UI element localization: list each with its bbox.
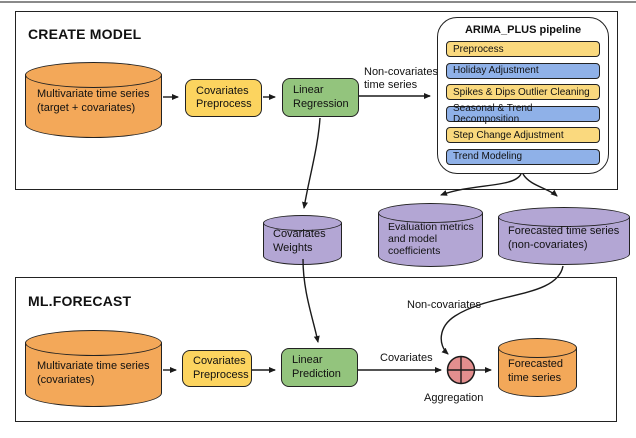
label-line: Multivariate time series — [37, 88, 150, 100]
noncovariates-time-series-edge-label: Non-covariates time series — [364, 66, 438, 92]
prediction-data-cylinder: Multivariate time series (covariates) — [25, 330, 162, 407]
create-model-title: CREATE MODEL — [28, 26, 142, 42]
forecasted-time-series-label: Forecasted time series — [508, 358, 573, 385]
label-line: (target + covariates) — [37, 101, 136, 114]
pipeline-step-holiday-adjustment: Holiday Adjustment — [446, 62, 600, 79]
prediction-data-label: Multivariate time series (covariates) — [37, 360, 158, 387]
label-line: Forecasted time series — [508, 225, 620, 237]
label-line: Prediction — [292, 367, 341, 380]
label-line: Multivariate time series — [37, 360, 150, 372]
linear-prediction-box: Linear Prediction — [281, 348, 358, 387]
evaluation-metrics-label: Evaluation metrics and model coefficient… — [388, 221, 479, 257]
label-line: Weights — [273, 241, 313, 254]
label-line: Linear — [293, 84, 324, 96]
pipeline-step-seasonal-trend: Seasonal & Trend Decomposition — [446, 103, 600, 125]
label-line: Evaluation metrics — [388, 221, 474, 233]
pipeline-step-step-change: Step Change Adjustment — [446, 127, 600, 143]
covariates-preprocess-box-train: Covariates Preprocess — [185, 79, 262, 117]
ml-forecast-title: ML.FORECAST — [28, 293, 132, 309]
forecasted-time-series-cylinder: Forecasted time series — [498, 338, 577, 397]
label-line: Covariates — [273, 228, 326, 240]
covariates-weights-label: Covariates Weights — [273, 228, 338, 255]
label-line: Regression — [293, 97, 349, 110]
label-line: (non-covariates) — [508, 238, 588, 251]
linear-regression-box: Linear Regression — [282, 78, 359, 117]
evaluation-metrics-cylinder: Evaluation metrics and model coefficient… — [378, 203, 483, 267]
label-line: Non-covariates — [364, 66, 438, 78]
label-line: Covariates — [196, 84, 249, 97]
label-line: Forecasted — [508, 358, 564, 370]
covariates-preprocess-box-predict: Covariates Preprocess — [182, 350, 252, 387]
arima-plus-pipeline: ARIMA_PLUS pipeline Preprocess Holiday A… — [437, 17, 609, 174]
cylinder-top-ellipse — [498, 338, 577, 358]
label-line: time series — [508, 371, 562, 384]
cylinder-top-ellipse — [263, 215, 342, 231]
noncovariates-edge-label: Non-covariates — [407, 299, 481, 311]
training-data-cylinder: Multivariate time series (target + covar… — [25, 62, 162, 138]
label-line: (covariates) — [37, 373, 95, 386]
label-line: Linear — [292, 354, 323, 366]
cylinder-top-ellipse — [25, 62, 162, 88]
pipeline-step-spikes-dips: Spikes & Dips Outlier Cleaning — [446, 84, 600, 100]
pipeline-step-trend-modeling: Trend Modeling — [446, 148, 600, 165]
aggregation-label: Aggregation — [424, 392, 484, 404]
forecasted-noncovariates-label: Forecasted time series (non-covariates) — [508, 225, 626, 252]
label-line: Preprocess — [196, 98, 252, 110]
pipeline-step-preprocess: Preprocess — [446, 41, 600, 57]
covariates-weights-cylinder: Covariates Weights — [263, 215, 342, 265]
cylinder-top-ellipse — [378, 203, 483, 223]
label-line: and model — [388, 233, 438, 245]
covariates-edge-label: Covariates — [380, 352, 433, 364]
forecasted-noncovariates-cylinder: Forecasted time series (non-covariates) — [498, 207, 630, 265]
window-top-edge — [0, 1, 636, 3]
cylinder-top-ellipse — [25, 330, 162, 356]
cylinder-top-ellipse — [498, 207, 630, 227]
label-line: time series — [364, 79, 418, 91]
training-data-label: Multivariate time series (target + covar… — [37, 88, 158, 115]
label-line: coefficients — [388, 245, 441, 257]
label-line: Covariates — [193, 355, 246, 367]
label-line: Preprocess — [193, 368, 249, 381]
pipeline-title: ARIMA_PLUS pipeline — [464, 24, 582, 36]
